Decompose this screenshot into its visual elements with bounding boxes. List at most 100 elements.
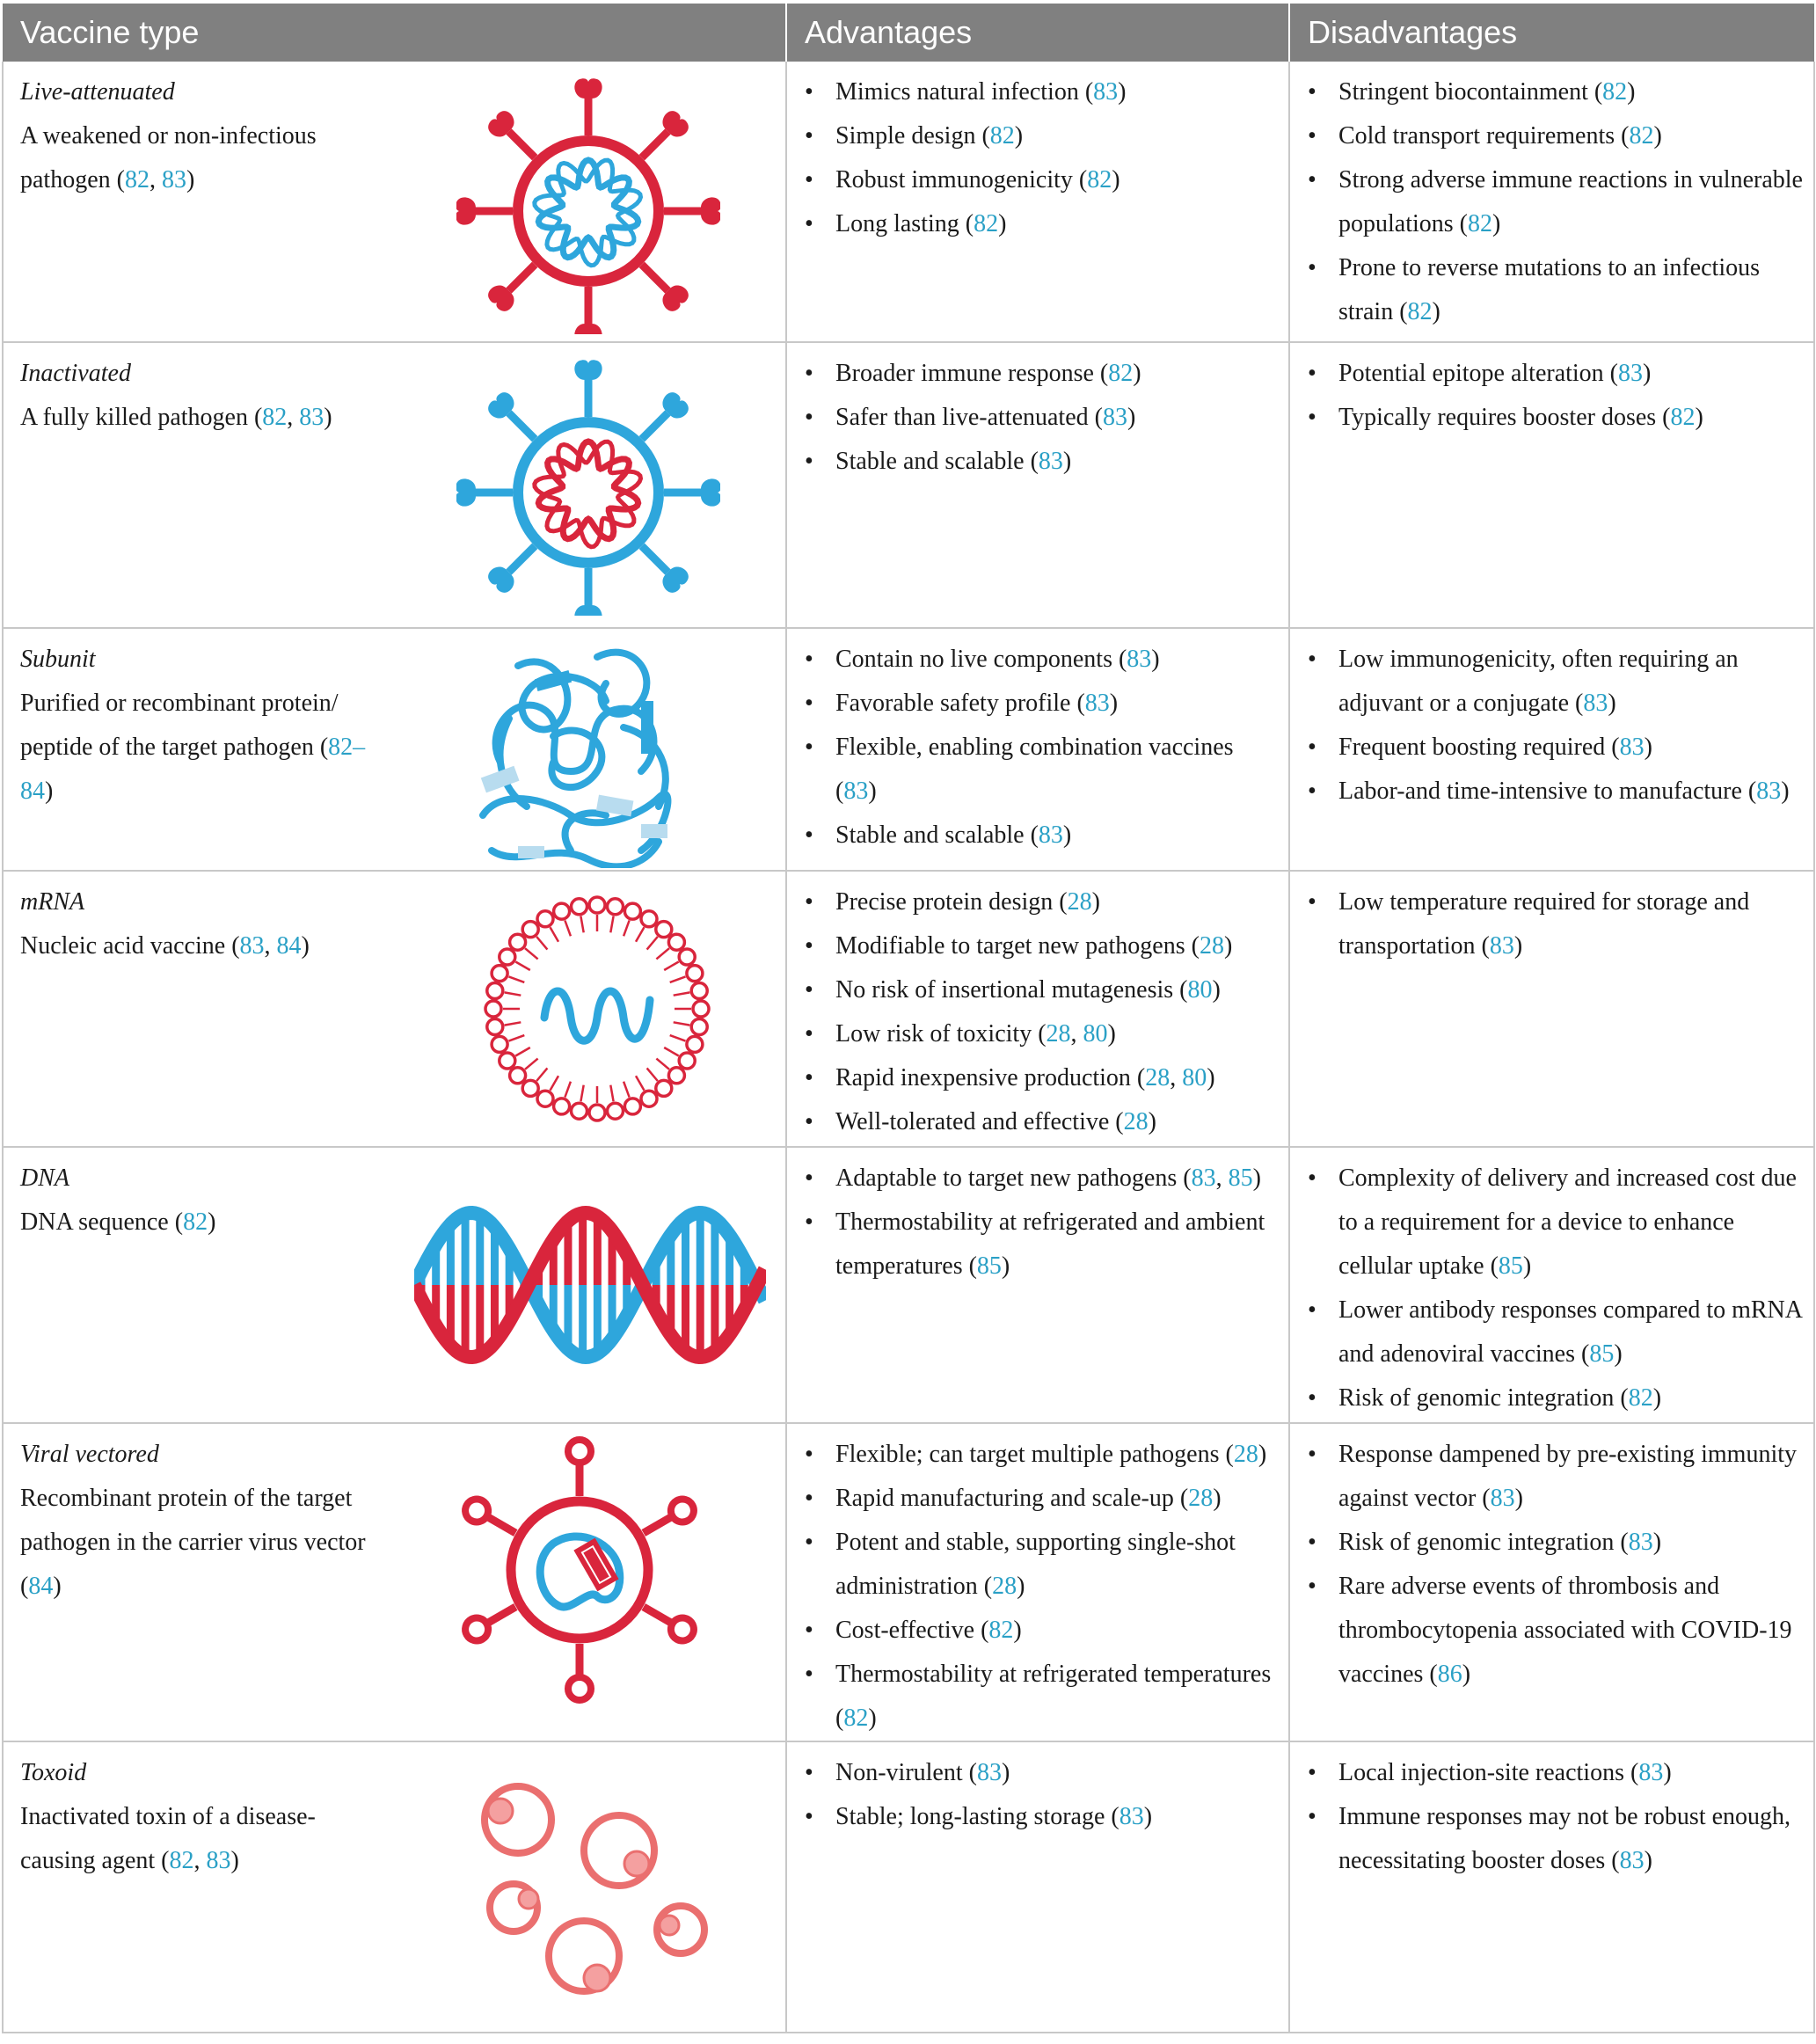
- citation-link[interactable]: 83: [1038, 448, 1063, 475]
- citation-link[interactable]: 82: [1087, 166, 1112, 193]
- citation-link[interactable]: 82–84: [20, 734, 366, 805]
- citation-link[interactable]: 82: [988, 1617, 1014, 1644]
- citation-link[interactable]: 84: [276, 932, 302, 960]
- disadvantages-list: Low immunogenicity, often requiring an a…: [1290, 629, 1813, 814]
- citation-link[interactable]: 83: [1191, 1164, 1216, 1192]
- citation-link[interactable]: 83: [1102, 404, 1127, 431]
- citation-link[interactable]: 82: [989, 122, 1015, 150]
- citation-link[interactable]: 83: [1084, 690, 1110, 717]
- description-text: Nucleic acid vaccine (: [20, 932, 240, 960]
- citation-link[interactable]: 83: [1628, 1529, 1653, 1556]
- item-text: ): [1627, 78, 1636, 106]
- citation-link[interactable]: 83: [1038, 821, 1063, 849]
- citation-link[interactable]: 80: [1182, 1064, 1207, 1091]
- item-text: ,: [1070, 1020, 1083, 1048]
- citation-link[interactable]: 85: [1228, 1164, 1253, 1192]
- citation-link[interactable]: 28: [1123, 1108, 1149, 1135]
- citation-link[interactable]: 80: [1083, 1020, 1108, 1048]
- disadvantages-list: Response dampened by pre-existing immuni…: [1290, 1424, 1813, 1697]
- advantage-item: Long lasting (82): [805, 202, 1280, 246]
- citation-link[interactable]: 83: [1756, 777, 1782, 805]
- item-text: Rapid inexpensive production (: [835, 1064, 1146, 1091]
- item-text: Potential epitope alteration (: [1338, 360, 1619, 387]
- item-text: Simple design (: [835, 122, 990, 150]
- citation-link[interactable]: 82: [1602, 78, 1628, 106]
- item-text: ): [1514, 1485, 1523, 1512]
- citation-link[interactable]: 82: [1628, 1384, 1653, 1412]
- citation-link[interactable]: 83: [1618, 360, 1644, 387]
- citation-link[interactable]: 83: [1583, 690, 1608, 717]
- header-advantages: Advantages: [785, 4, 1289, 62]
- viral-vector-icon: [443, 1429, 716, 1719]
- citation-link[interactable]: 83: [843, 777, 869, 805]
- citation-link[interactable]: 83: [1490, 1485, 1515, 1512]
- citation-link[interactable]: 85: [1498, 1252, 1523, 1280]
- advantage-item: Flexible; can target multiple pathogens …: [805, 1433, 1280, 1477]
- advantages-list: Contain no live components (83)Favorable…: [787, 629, 1288, 858]
- citation-link[interactable]: 86: [1437, 1661, 1462, 1688]
- disadvantage-item: Risk of genomic integration (82): [1308, 1376, 1805, 1420]
- citation-link[interactable]: 28: [1067, 888, 1092, 916]
- citation-link[interactable]: 80: [1187, 976, 1213, 1004]
- item-text: Lower antibody responses compared to mRN…: [1338, 1296, 1802, 1368]
- citation-link[interactable]: 83: [161, 166, 186, 193]
- citation-link[interactable]: 82: [262, 404, 288, 431]
- citation-link[interactable]: 83: [299, 404, 325, 431]
- citation-link[interactable]: 82: [183, 1208, 208, 1236]
- advantages-list: Mimics natural infection (83) Simple desi…: [787, 62, 1288, 246]
- disadvantage-item: Stringent biocontainment (82): [1308, 70, 1805, 114]
- disadvantage-item: Local injection-site reactions (83): [1308, 1751, 1805, 1795]
- citation-link[interactable]: 83: [1619, 734, 1645, 761]
- citation-link[interactable]: 82: [1629, 122, 1654, 150]
- citation-link[interactable]: 85: [1589, 1340, 1615, 1368]
- citation-link[interactable]: 85: [976, 1252, 1002, 1280]
- citation-link[interactable]: 83: [239, 932, 265, 960]
- citation-link[interactable]: 83: [1119, 1803, 1144, 1830]
- citation-link[interactable]: 83: [1093, 78, 1119, 106]
- description-text: Purified or recombinant protein/ peptide…: [20, 690, 339, 761]
- disadvantage-item: Risk of genomic integration (83): [1308, 1521, 1805, 1565]
- citation-link[interactable]: 82: [1407, 298, 1433, 325]
- citation-link[interactable]: 82: [1670, 404, 1696, 431]
- citation-link[interactable]: 82: [1108, 360, 1134, 387]
- advantage-item: Rapid manufacturing and scale-up (28): [805, 1477, 1280, 1521]
- citation-link[interactable]: 28: [1199, 932, 1224, 960]
- advantages-cell: Flexible; can target multiple pathogens …: [785, 1422, 1290, 1742]
- item-text: Response dampened by pre-existing immuni…: [1338, 1441, 1798, 1512]
- citation-link[interactable]: 83: [206, 1847, 231, 1874]
- citation-link[interactable]: 84: [28, 1573, 54, 1600]
- citation-link[interactable]: 82: [974, 210, 999, 237]
- citation-link[interactable]: 28: [1145, 1064, 1171, 1091]
- item-text: ): [1781, 777, 1790, 805]
- citation-link[interactable]: 83: [1489, 932, 1514, 960]
- advantage-item: Adaptable to target new pathogens (83, 8…: [805, 1157, 1280, 1201]
- citation-link[interactable]: 28: [1188, 1485, 1214, 1512]
- citation-link[interactable]: 82: [169, 1847, 194, 1874]
- item-text: ): [1118, 78, 1127, 106]
- citation-link[interactable]: 83: [1127, 646, 1152, 673]
- advantage-item: Flexible, enabling combination vaccines …: [805, 726, 1280, 814]
- citation-link[interactable]: 82: [1468, 210, 1492, 237]
- citation-link[interactable]: 83: [1638, 1759, 1664, 1786]
- advantage-item: Well-tolerated and effective (28): [805, 1100, 1280, 1144]
- item-text: ): [1522, 1252, 1532, 1280]
- item-text: Stable and scalable (: [835, 448, 1039, 475]
- advantage-item: Rapid inexpensive production (28, 80): [805, 1056, 1280, 1100]
- item-text: Robust immunogenicity (: [835, 166, 1088, 193]
- citation-link[interactable]: 28: [992, 1573, 1017, 1600]
- item-text: ): [1062, 448, 1072, 475]
- citation-link[interactable]: 83: [976, 1759, 1002, 1786]
- citation-link[interactable]: 82: [124, 166, 150, 193]
- citation-link[interactable]: 83: [1619, 1847, 1645, 1874]
- disadvantages-cell: Local injection-site reactions (83)Immun…: [1288, 1741, 1815, 2033]
- advantages-cell: Mimics natural infection (83) Simple desi…: [785, 62, 1290, 343]
- citation-link[interactable]: 28: [1046, 1020, 1071, 1048]
- citation-link[interactable]: 82: [843, 1705, 869, 1732]
- item-text: Stable and scalable (: [835, 821, 1039, 849]
- citation-link[interactable]: 28: [1233, 1441, 1258, 1468]
- advantage-item: Mimics natural infection (83): [805, 70, 1280, 114]
